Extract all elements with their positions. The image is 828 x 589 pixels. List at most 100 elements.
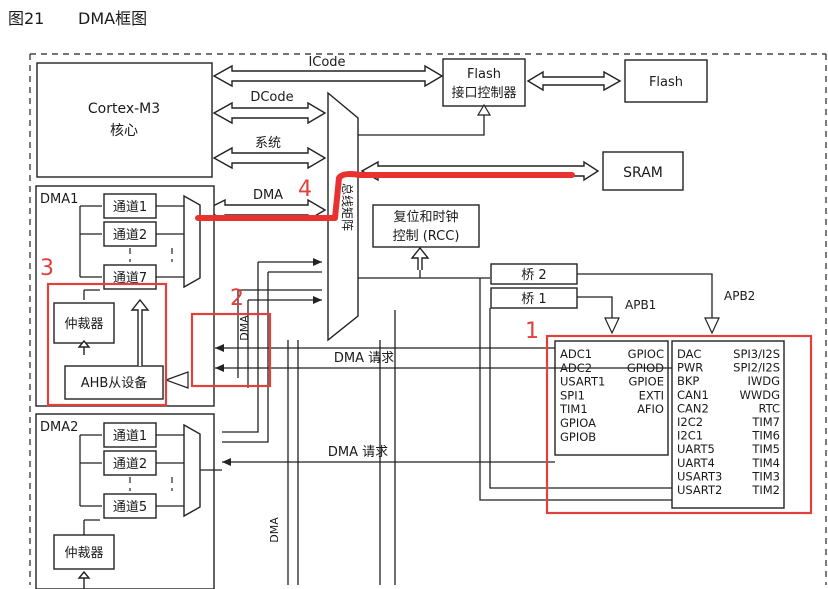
dma1-ahb-slave-label: AHB从设备	[81, 375, 148, 391]
system-bus-label: 系统	[255, 136, 281, 151]
dma-request-label-2: DMA 请求	[328, 445, 388, 460]
dma-bus-vertical-label: DMA	[238, 315, 251, 341]
figure-label: 图21	[8, 9, 44, 28]
peripheral-usart1: USART1	[560, 375, 605, 389]
bridge1-box	[490, 287, 578, 309]
annotation-label-2: 2	[230, 286, 244, 311]
dma-bus-label: DMA	[253, 188, 283, 203]
peripheral-tim1: TIM1	[559, 402, 588, 416]
annotation-label-1: 1	[525, 319, 539, 344]
dma2-channel-1	[103, 422, 157, 448]
flash-interface-label-2: 接口控制器	[451, 85, 516, 101]
peripheral-iwdg: IWDG	[747, 374, 780, 388]
flash-box	[624, 59, 708, 103]
annotation-box-2	[190, 312, 272, 388]
dma1-ahb-slave-box	[64, 365, 164, 400]
peripheral-rtc: RTC	[758, 401, 780, 415]
peripheral-tim4: TIM4	[751, 456, 780, 470]
peripheral-can2: CAN2	[677, 401, 709, 415]
figure-title: DMA框图	[78, 9, 147, 28]
apb1-bus-line	[577, 296, 613, 318]
peripheral-wwdg: WWDG	[739, 388, 780, 402]
sram-box	[602, 151, 684, 191]
system-bus-arrow	[212, 146, 327, 170]
dma2-arbiter-label: 仲裁器	[64, 545, 103, 561]
peripheral-tim2: TIM2	[751, 483, 780, 497]
dma2-label: DMA2	[40, 420, 78, 435]
rcc-up-arrow	[410, 246, 430, 270]
peripheral-i2c1: I2C1	[677, 429, 703, 443]
bus-matrix	[327, 91, 359, 342]
peripheral-tim6: TIM6	[751, 429, 780, 443]
dma1-mux	[183, 194, 201, 289]
peripheral-afio: AFIO	[637, 402, 664, 416]
bridge1-label: 桥 1	[521, 292, 546, 307]
dcode-label: DCode	[250, 90, 293, 105]
apb2-peripherals-left: DACPWRBKPCAN1CAN2I2C2I2C1UART5UART4USART…	[677, 347, 722, 497]
apb2-bus-line	[577, 273, 713, 318]
flash-link-arrow	[526, 70, 622, 92]
peripheral-gpioa: GPIOA	[560, 416, 596, 430]
dma2-channel-2-label: 通道2	[113, 457, 147, 472]
peripheral-tim5: TIM5	[751, 442, 780, 456]
apb1-arrow	[604, 317, 620, 335]
bus-matrix-label: 总线矩阵	[340, 183, 354, 231]
rcc-label-2: 控制 (RCC)	[393, 229, 460, 244]
annotation-path-4	[195, 171, 575, 221]
dma2-channel-1-label: 通道1	[113, 429, 147, 444]
dma1-label: DMA1	[40, 192, 78, 207]
peripheral-can1: CAN1	[677, 388, 709, 402]
dma1-channel-2	[103, 221, 157, 247]
apb1-label: APB1	[625, 298, 656, 312]
annotation-box-3	[46, 282, 168, 407]
dma1-channel-7-label: 通道7	[113, 271, 147, 286]
outer-frame	[29, 53, 827, 585]
peripheral-bkp: BKP	[677, 374, 699, 388]
dma1-channel-2-label: 通道2	[113, 228, 147, 243]
dma1-arbiter-label: 仲裁器	[64, 316, 103, 332]
rcc-box	[372, 204, 480, 248]
cortex-core-label: 核心	[110, 123, 138, 139]
icode-label: ICode	[308, 55, 345, 70]
peripheral-exti: EXTI	[639, 388, 664, 402]
peripheral-uart4: UART4	[677, 456, 715, 470]
apb2-peripheral-box	[671, 340, 785, 509]
peripheral-i2c2: I2C2	[677, 415, 703, 429]
dma-bus-vertical-label-2: DMA	[268, 517, 281, 543]
peripheral-gpioc: GPIOC	[628, 347, 664, 361]
peripheral-spi3-i2s: SPI3/I2S	[733, 347, 780, 361]
peripheral-pwr: PWR	[677, 361, 703, 375]
peripheral-tim7: TIM7	[751, 415, 780, 429]
apb2-label: APB2	[724, 289, 755, 303]
flash-interface-label-1: Flash	[467, 67, 501, 82]
icode-bus-arrow	[212, 64, 444, 88]
dma2-channel-5-label: 通道5	[113, 500, 147, 515]
dcode-bus-arrow	[212, 101, 327, 125]
flash-label: Flash	[649, 75, 683, 90]
dma2-arbiter-box	[53, 534, 115, 570]
apb1-peripheral-box	[554, 340, 669, 456]
rcc-label-1: 复位和时钟	[393, 209, 458, 225]
cortex-m3-label: Cortex-M3	[88, 101, 160, 117]
dma2-mux	[183, 423, 201, 518]
peripheral-gpioe: GPIOE	[628, 375, 664, 389]
peripheral-tim3: TIM3	[751, 469, 780, 483]
matrix-to-flash-if-line	[358, 108, 485, 136]
annotation-box-1	[545, 334, 813, 515]
sram-label: SRAM	[623, 165, 663, 181]
peripheral-usart2: USART2	[677, 483, 722, 497]
peripheral-spi2-i2s: SPI2/I2S	[733, 361, 780, 375]
apb2-peripherals-right: SPI3/I2SSPI2/I2SIWDGWWDGRTCTIM7TIM6TIM5T…	[733, 347, 780, 497]
peripheral-dac: DAC	[677, 347, 701, 361]
annotation-label-3: 3	[40, 256, 54, 281]
peripheral-usart3: USART3	[677, 469, 722, 483]
peripheral-gpiob: GPIOB	[560, 430, 596, 444]
annotation-label-4: 4	[298, 177, 312, 202]
dma-request-label-1: DMA 请求	[334, 351, 394, 366]
cortex-m3-box	[36, 62, 213, 178]
bridge2-label: 桥 2	[521, 268, 546, 283]
dma1-channel-1-label: 通道1	[113, 200, 147, 215]
peripheral-adc1: ADC1	[560, 347, 592, 361]
